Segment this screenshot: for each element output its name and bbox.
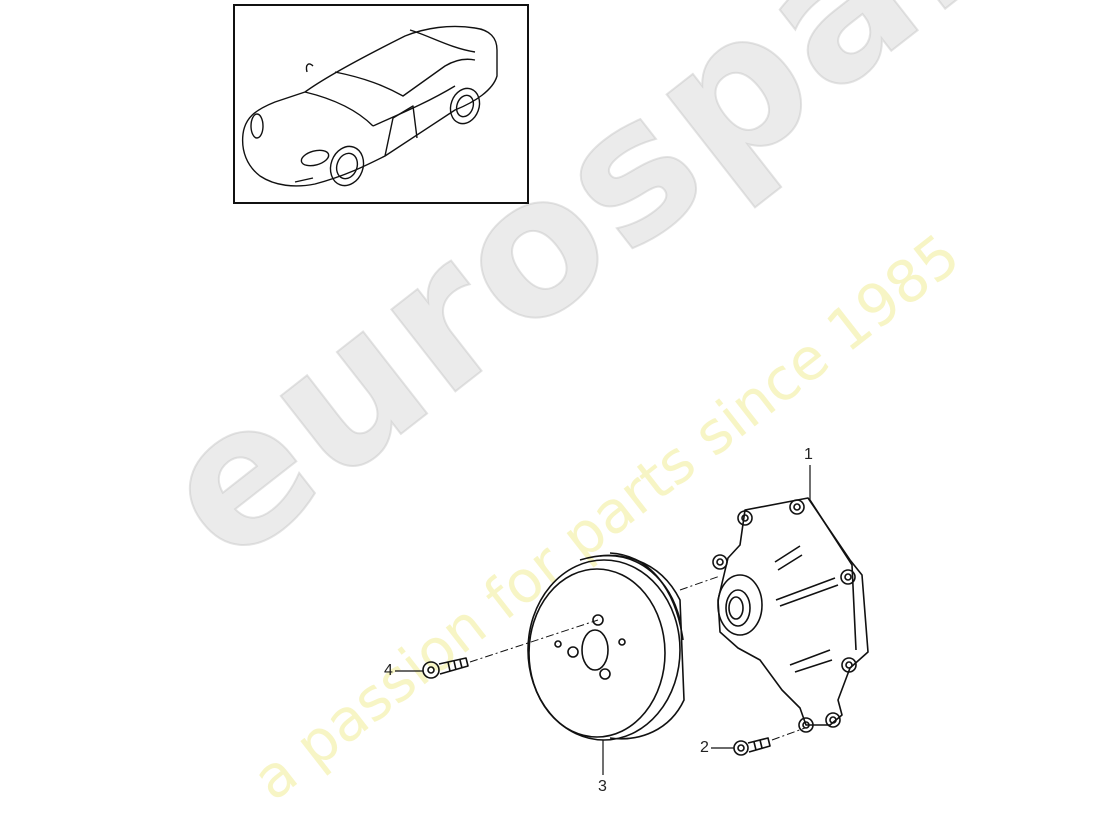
bolt-2-icon (733, 737, 771, 756)
callout-3: 3 (598, 778, 607, 795)
vehicle-thumbnail (233, 4, 529, 204)
pulley-icon (527, 552, 685, 741)
bolt-4-icon (422, 657, 469, 679)
callout-2: 2 (700, 739, 709, 756)
callout-4: 4 (384, 662, 393, 679)
car-icon (241, 25, 498, 187)
callout-1: 1 (804, 446, 813, 463)
water-pump-icon (712, 497, 869, 733)
